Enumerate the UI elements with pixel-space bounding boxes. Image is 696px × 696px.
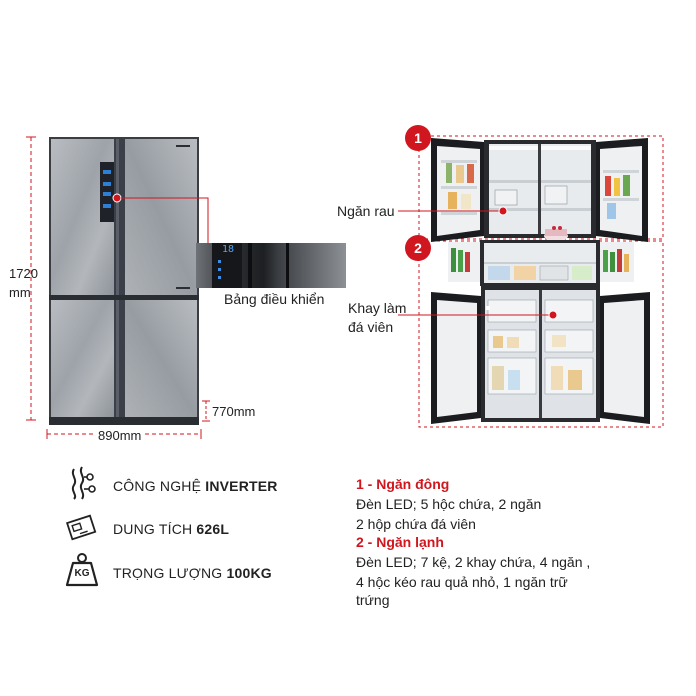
lower-left-door (51, 300, 114, 417)
ice-tray-label-line2: đá viên (348, 319, 394, 335)
vegetable-drawer-label: Ngăn rau (337, 203, 395, 219)
upper-right-door (125, 139, 197, 295)
ice-tray-label-line1: Khay làm (348, 300, 407, 316)
capacity-feature-value: 626L (196, 521, 230, 537)
zone-1-outline (418, 135, 664, 240)
height-dimension: 1720 mm (9, 264, 38, 302)
ice-tray-label: Khay làm đá viên (348, 299, 406, 337)
display-digits: 18 (222, 244, 235, 255)
fridge-line-2: 4 hộc kéo rau quả nhỏ, 1 ngăn trữ (356, 574, 568, 590)
height-unit: mm (9, 285, 31, 300)
freezer-title: 1 - Ngăn đông (356, 476, 450, 492)
freezer-line-2: 2 hộp chứa đá viên (356, 516, 476, 532)
capacity-feature: DUNG TÍCH 626L (113, 521, 229, 537)
inverter-feature-value: INVERTER (205, 478, 278, 494)
weight-icon-text: KG (74, 568, 90, 579)
control-panel-label: Bảng điều khiển (224, 291, 325, 307)
weight-feature: TRỌNG LƯỢNG 100KG (113, 565, 272, 581)
inverter-feature-label: CÔNG NGHỆ (113, 478, 206, 494)
lower-right-door (125, 300, 197, 417)
fridge-line-1: Đèn LED; 7 kệ, 2 khay chứa, 4 ngăn , (356, 554, 591, 570)
weight-icon: KG (64, 552, 100, 588)
depth-dimension: 770mm (212, 404, 256, 419)
inverter-icon (71, 466, 96, 500)
height-value: 1720 (9, 266, 38, 281)
zone-2-badge: 2 (405, 235, 431, 261)
fridge-title: 2 - Ngăn lạnh (356, 534, 444, 550)
freezer-line-1: Đèn LED; 5 hộc chứa, 2 ngăn (356, 496, 542, 512)
width-dimension: 890mm (95, 428, 145, 443)
spec-list: 1 - Ngăn đông Đèn LED; 5 hộc chứa, 2 ngă… (356, 475, 686, 609)
capacity-feature-label: DUNG TÍCH (113, 521, 197, 537)
weight-feature-label: TRỌNG LƯỢNG (113, 565, 227, 581)
zone-1-badge: 1 (405, 125, 431, 151)
fridge-line-3: trứng (356, 592, 390, 608)
capacity-icon (65, 514, 97, 541)
weight-feature-value: 100KG (226, 565, 272, 581)
inverter-feature: CÔNG NGHỆ INVERTER (113, 478, 278, 494)
